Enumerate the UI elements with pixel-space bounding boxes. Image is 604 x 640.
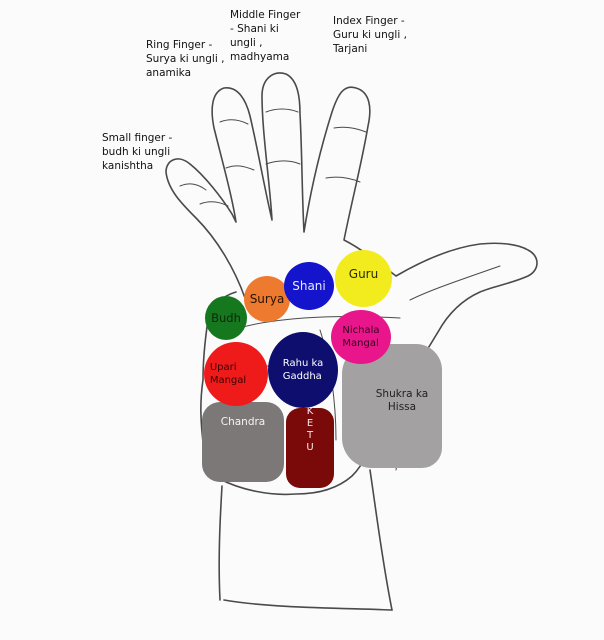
mount-shani: Shani [284, 262, 334, 310]
mount-rahu: Rahu ka Gaddha [268, 332, 338, 408]
mount-chandra: Chandra [202, 402, 284, 482]
mount-upari-mangal-label: Upari Mangal [210, 361, 246, 387]
mount-shani-label: Shani [292, 280, 326, 293]
mount-guru: Guru [335, 250, 392, 307]
label-index-finger: Index Finger - Guru ki ungli , Tarjani [333, 14, 407, 56]
mount-upari-mangal: Upari Mangal [204, 342, 268, 406]
mount-surya: Surya [244, 276, 290, 322]
mount-budh-label: Budh [211, 312, 241, 325]
mount-rahu-label: Rahu ka Gaddha [283, 357, 323, 383]
mount-shukra-label: Shukra ka Hissa [376, 388, 428, 414]
mount-budh: Budh [205, 296, 247, 340]
mount-surya-label: Surya [250, 293, 285, 306]
mount-nichala-mangal: Nichala Mangal [331, 310, 391, 364]
mount-nichala-mangal-label: Nichala Mangal [342, 324, 379, 350]
mount-chandra-label: Chandra [221, 416, 266, 429]
label-ring-finger: Ring Finger - Surya ki ungli , anamika [146, 38, 224, 80]
mount-guru-label: Guru [349, 268, 378, 281]
mount-ketu: K E T U [286, 408, 334, 488]
label-middle-finger: Middle Finger - Shani ki ungli , madhyam… [230, 8, 300, 64]
label-small-finger: Small finger - budh ki ungli kanishtha [102, 131, 172, 173]
mount-ketu-label: K E T U [306, 406, 313, 454]
